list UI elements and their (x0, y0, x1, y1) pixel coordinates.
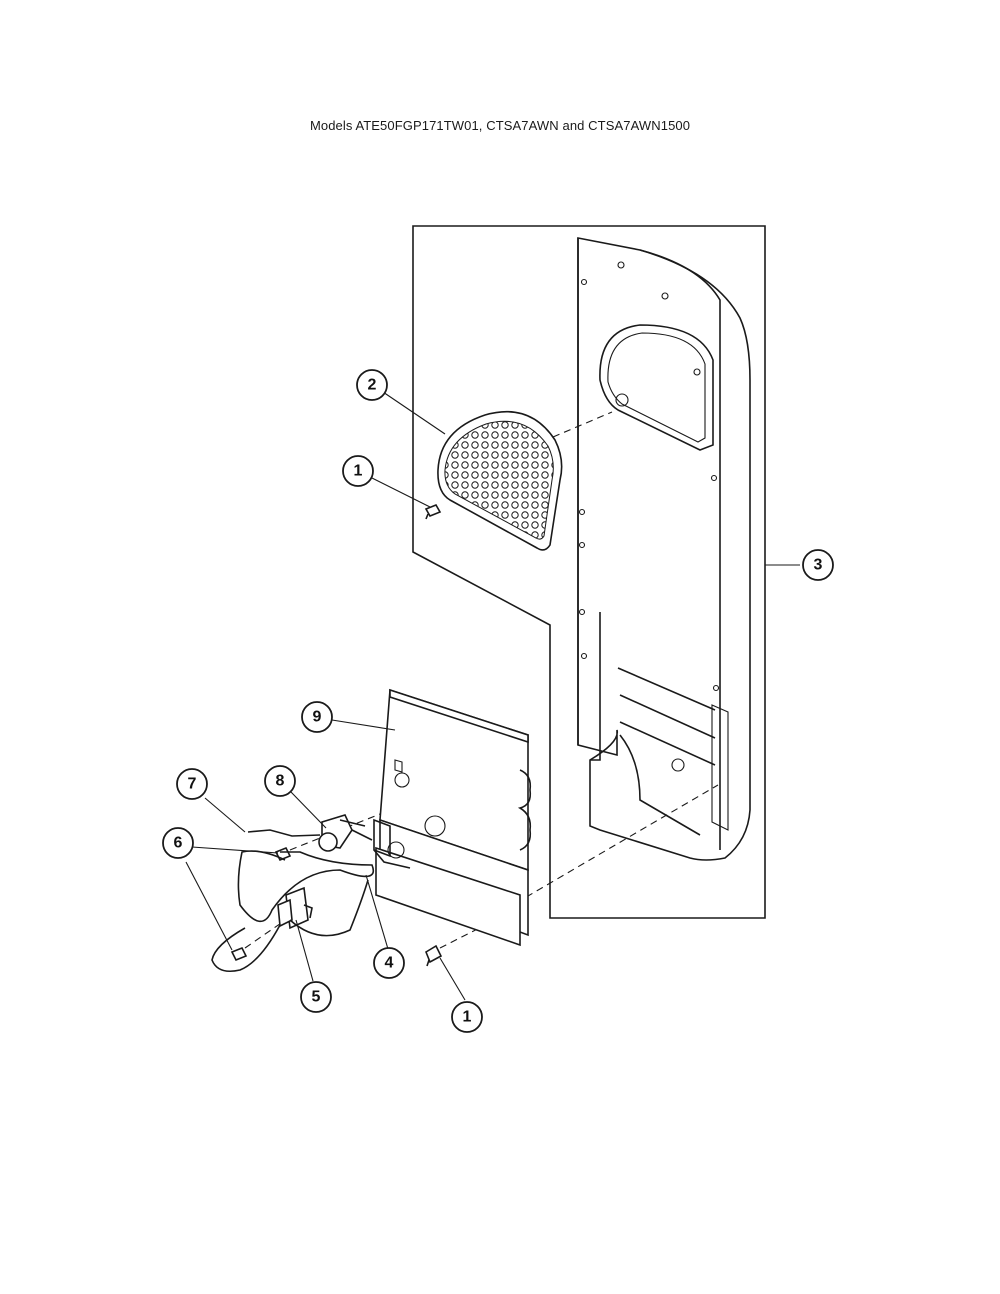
svg-text:3: 3 (814, 557, 823, 574)
page-title: Models ATE50FGP171TW01, CTSA7AWN and CTS… (309, 118, 691, 133)
callout-5: 5 (300, 981, 332, 1013)
callout-4: 4 (373, 947, 405, 979)
leader-line (331, 719, 396, 731)
svg-text:8: 8 (276, 773, 285, 790)
screw-upper (424, 503, 442, 520)
alignment-line (552, 411, 613, 438)
callout-8: 8 (264, 765, 296, 797)
leader-line (365, 874, 389, 950)
leader-line (191, 846, 279, 854)
svg-text:7: 7 (188, 776, 197, 793)
leader-line (290, 791, 327, 829)
svg-text:2: 2 (368, 377, 377, 394)
leader-line (185, 861, 233, 951)
callout-1-lower: 1 (451, 1001, 483, 1033)
leader-line (382, 391, 446, 435)
leader-line (295, 919, 314, 982)
callout-9: 9 (301, 701, 333, 733)
assembly-group-outline (412, 225, 766, 919)
thermostat (318, 814, 373, 852)
svg-text:4: 4 (385, 955, 394, 972)
wire-harness-lower (211, 879, 369, 973)
wire-harness-connector (247, 829, 321, 837)
svg-text:1: 1 (354, 463, 363, 480)
rear-panel (577, 237, 751, 861)
svg-text:6: 6 (174, 835, 183, 852)
screw-lower (425, 944, 443, 967)
vent-grille (437, 410, 563, 551)
callout-6: 6 (162, 827, 194, 859)
wire-harness (237, 850, 375, 923)
svg-text:5: 5 (312, 989, 321, 1006)
callout-7: 7 (176, 768, 208, 800)
callout-3: 3 (802, 549, 834, 581)
heater-panel (373, 688, 532, 947)
screw-6-lower (230, 946, 248, 962)
svg-text:1: 1 (463, 1009, 472, 1026)
leader-line (371, 477, 431, 508)
leader-line (439, 957, 466, 1001)
alignment-line (515, 784, 719, 904)
callout-2: 2 (356, 369, 388, 401)
svg-text:9: 9 (313, 709, 322, 726)
leader-line (204, 797, 246, 833)
callout-1-upper: 1 (342, 455, 374, 487)
switch (277, 886, 313, 930)
